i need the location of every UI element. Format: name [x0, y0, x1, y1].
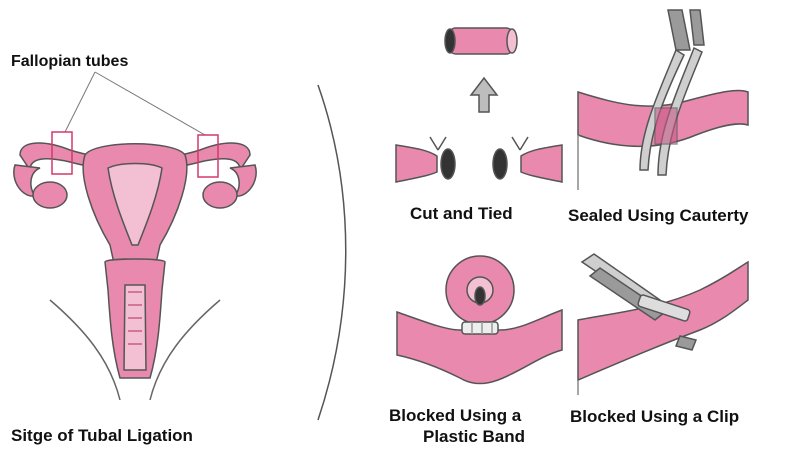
clip-label: Blocked Using a Clip: [570, 407, 739, 427]
uterus-anatomy: [14, 72, 256, 400]
plastic-band-label-line1: Blocked Using a: [389, 406, 521, 426]
plastic-band-label-line2: Plastic Band: [423, 427, 525, 447]
tubal-ligation-caption: Sitge of Tubal Ligation: [11, 426, 193, 446]
clip-illustration: [578, 254, 748, 395]
cautery-illustration: [578, 10, 748, 190]
fallopian-tubes-label: Fallopian tubes: [11, 52, 128, 72]
cautery-label: Sealed Using Cauterty: [568, 206, 748, 226]
divider-arc: [318, 85, 346, 420]
cut-and-tied-label: Cut and Tied: [410, 204, 513, 224]
plastic-band-illustration: [397, 256, 562, 384]
cut-and-tied-illustration: [396, 28, 562, 182]
